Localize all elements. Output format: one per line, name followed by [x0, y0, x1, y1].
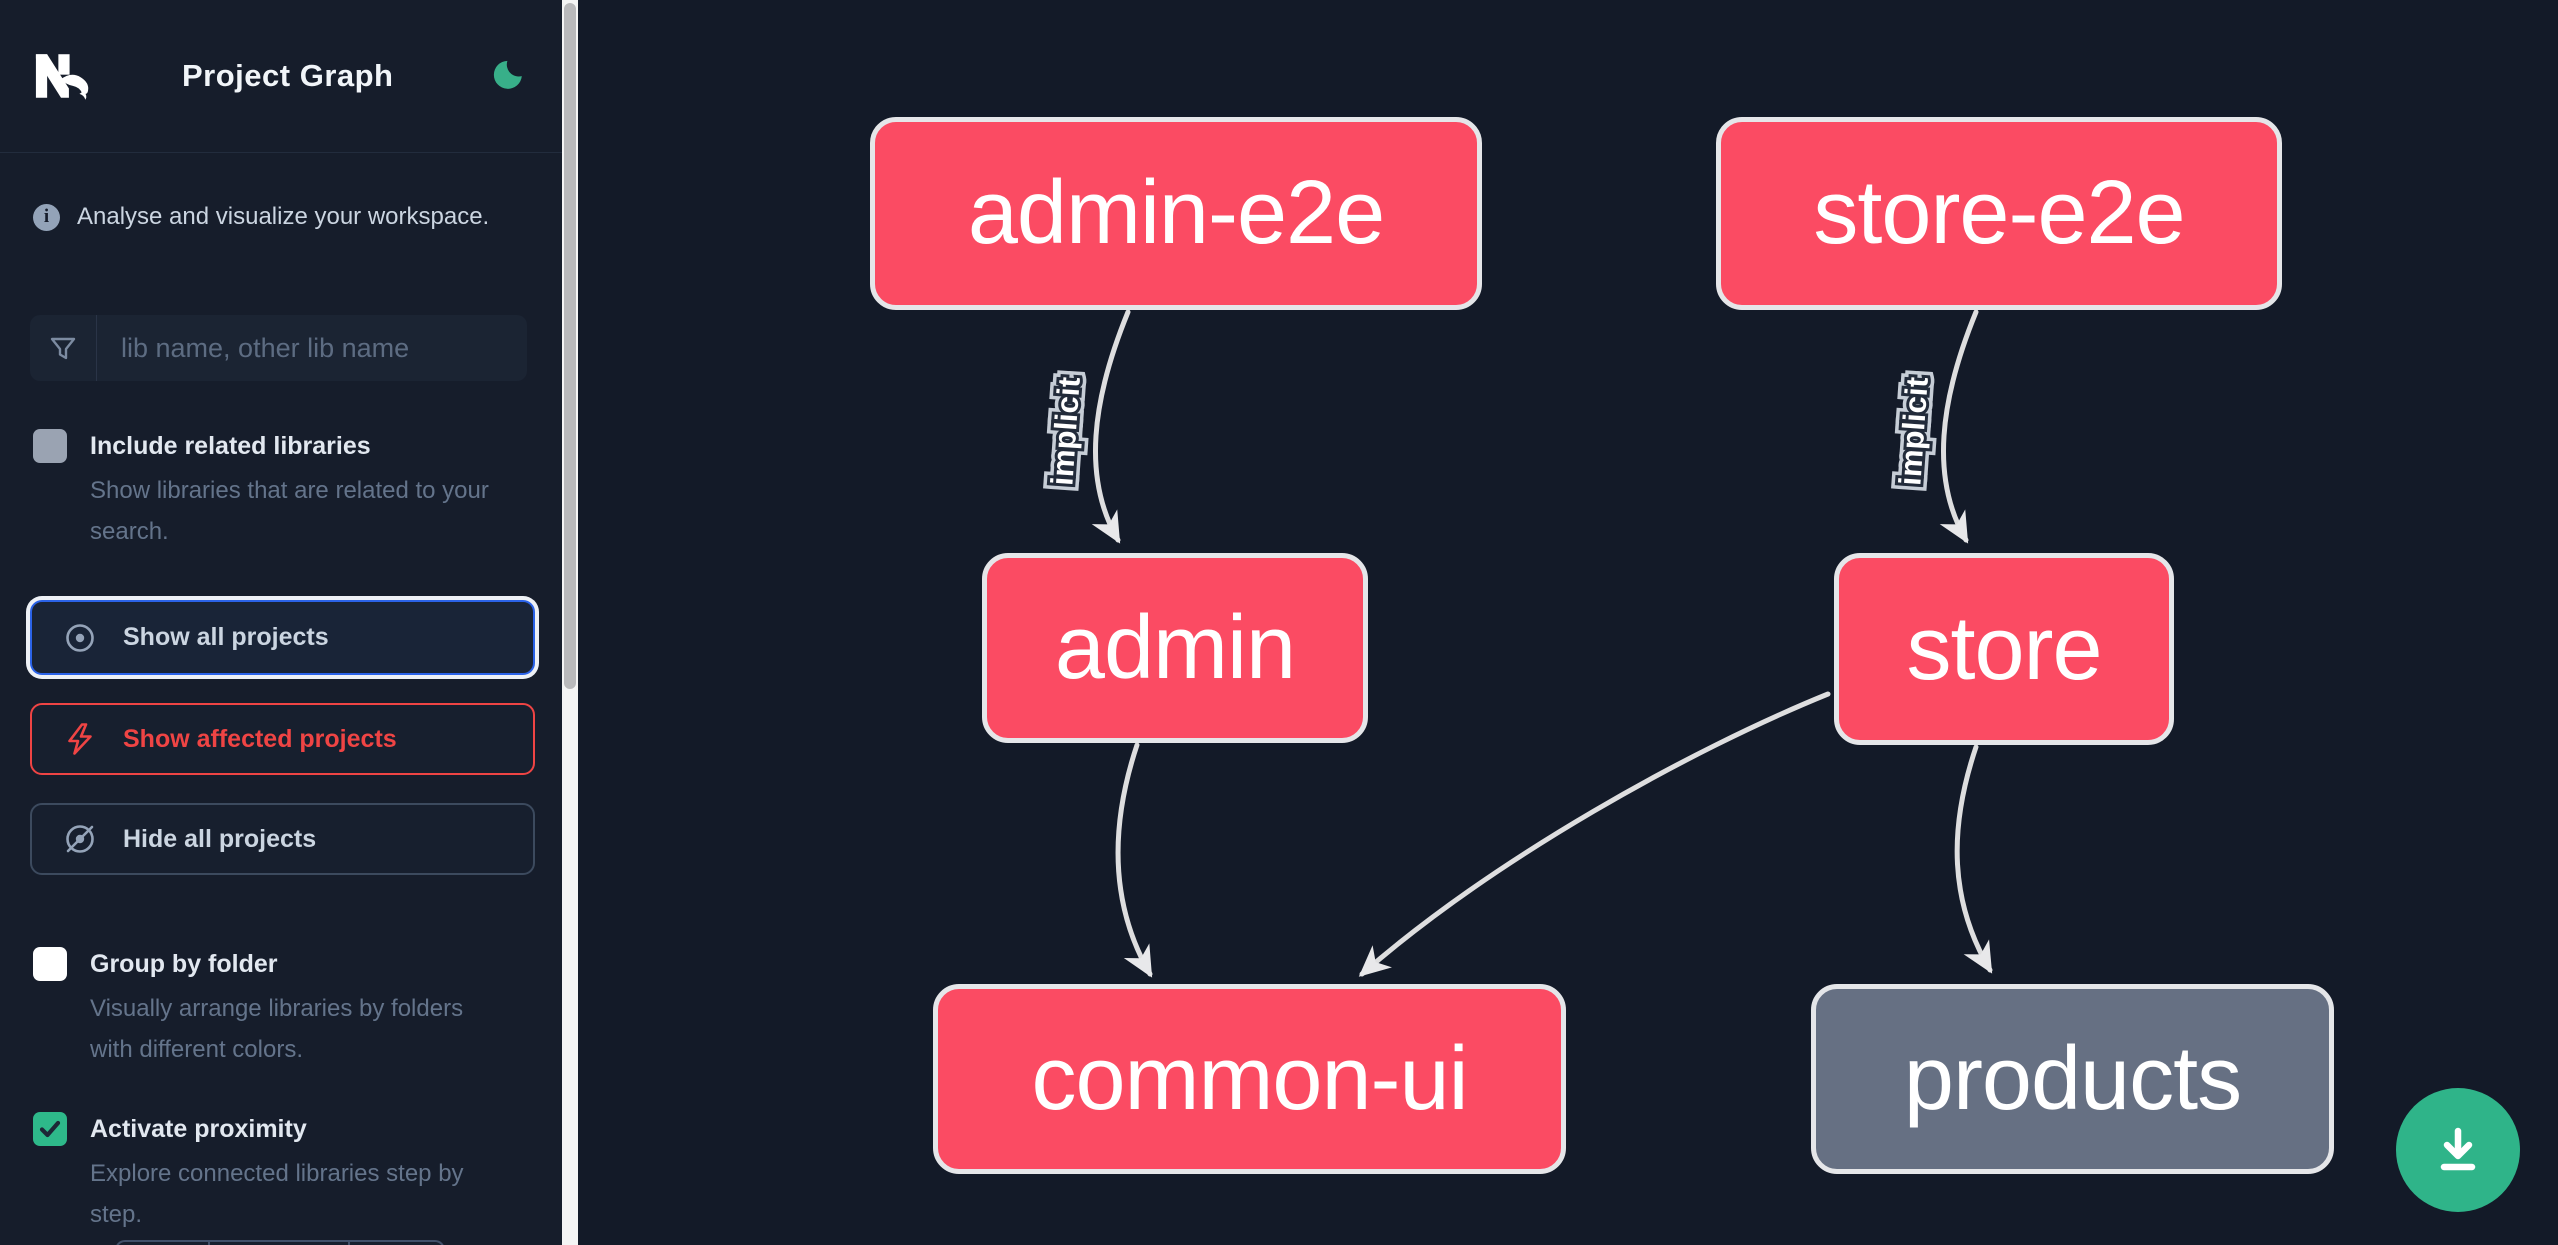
- checkbox-texts: Group by folder Visually arrange librari…: [90, 945, 495, 1070]
- tagline-text: Analyse and visualize your workspace.: [77, 203, 490, 230]
- eye-slash-icon: [66, 825, 94, 853]
- checkbox-label: Group by folder: [90, 950, 278, 978]
- edge-label-implicit-halo: implicit: [1044, 376, 1086, 487]
- app-title: Project Graph: [182, 58, 394, 93]
- show-affected-projects-button[interactable]: Show affected projects: [30, 703, 535, 775]
- node-store-e2e[interactable]: store-e2e: [1716, 117, 2282, 310]
- checkbox-description: Visually arrange libraries by folders wi…: [90, 995, 464, 1063]
- checkbox-description: Show libraries that are related to your …: [90, 477, 489, 545]
- checkbox-unchecked-icon[interactable]: [33, 947, 67, 981]
- proximity-stepper: [115, 1240, 445, 1245]
- sidebar-scrollbar-thumb[interactable]: [564, 3, 576, 689]
- edge-store-common-ui[interactable]: [1358, 691, 1831, 977]
- hide-all-projects-button[interactable]: Hide all projects: [30, 803, 535, 875]
- checkbox-label: Activate proximity: [90, 1115, 307, 1143]
- nx-logo-icon: [35, 54, 89, 100]
- download-icon: [2440, 1127, 2476, 1171]
- checkbox-description: Explore connected libraries step by step…: [90, 1160, 464, 1228]
- checkbox-checked-icon[interactable]: [33, 1112, 67, 1146]
- node-products[interactable]: products: [1811, 984, 2334, 1174]
- checkbox-texts: Activate proximity Explore connected lib…: [90, 1110, 495, 1235]
- node-admin[interactable]: admin: [982, 553, 1368, 743]
- checkbox-label: Include related libraries: [90, 432, 371, 460]
- filter-funnel-icon: [30, 315, 97, 381]
- search-input[interactable]: [97, 315, 527, 381]
- sidebar-scrollbar-track[interactable]: [562, 0, 578, 1245]
- node-common-ui[interactable]: common-ui: [933, 984, 1566, 1174]
- node-admin-e2e[interactable]: admin-e2e: [870, 117, 1482, 310]
- download-image-button[interactable]: [2396, 1088, 2520, 1212]
- checkbox-activate-proximity[interactable]: Activate proximity Explore connected lib…: [0, 1110, 562, 1235]
- checkbox-group-by-folder[interactable]: Group by folder Visually arrange librari…: [0, 945, 562, 1070]
- edge-admin-common-ui[interactable]: [1115, 742, 1153, 978]
- stepper-value: [210, 1242, 350, 1245]
- bolt-icon: [68, 723, 92, 755]
- eye-icon: [66, 623, 94, 652]
- edge-label-implicit: implicit: [1044, 376, 1086, 487]
- workspace-tagline: i Analyse and visualize your workspace.: [0, 203, 562, 231]
- header-divider: [0, 152, 562, 153]
- button-label: Show affected projects: [123, 724, 397, 753]
- button-label: Show all projects: [123, 623, 329, 651]
- sidebar: Project Graph i Analyse and visualize yo…: [0, 0, 562, 1245]
- graph-canvas[interactable]: implicit implicit implicit implicit admi…: [578, 0, 2558, 1245]
- checkbox-include-related[interactable]: Include related libraries Show libraries…: [0, 427, 562, 552]
- checkbox-texts: Include related libraries Show libraries…: [90, 427, 495, 552]
- button-label: Hide all projects: [123, 824, 317, 853]
- checkbox-unchecked-disabled-icon[interactable]: [33, 429, 67, 463]
- edge-admin-e2e-admin[interactable]: [1091, 309, 1131, 544]
- project-search: [30, 315, 527, 381]
- edge-store-e2e-store[interactable]: [1939, 309, 1979, 544]
- show-all-projects-button[interactable]: Show all projects: [30, 600, 535, 675]
- sidebar-header: Project Graph: [0, 0, 562, 152]
- info-icon: i: [33, 203, 60, 231]
- edge-label-implicit: implicit: [1892, 376, 1934, 487]
- theme-toggle-moon-icon[interactable]: [488, 58, 524, 94]
- stepper-decrement[interactable]: [117, 1242, 210, 1245]
- edge-store-products[interactable]: [1954, 744, 1993, 974]
- node-store[interactable]: store: [1834, 553, 2174, 745]
